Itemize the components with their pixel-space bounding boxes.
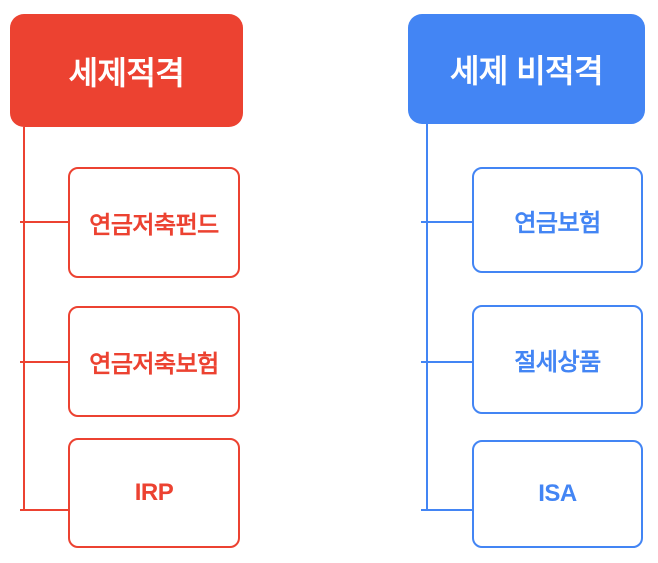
branch-line-pension-savings-fund xyxy=(20,221,68,223)
trunk-line-tax-non-qualified xyxy=(426,124,428,511)
child-node-isa: ISA xyxy=(472,440,643,548)
root-node-tax-qualified: 세제적격 xyxy=(10,14,243,127)
child-node-irp: IRP xyxy=(68,438,240,548)
root-label-tax-non-qualified: 세제 비적격 xyxy=(449,53,604,89)
child-node-pension-insurance: 연금보험 xyxy=(472,167,643,273)
child-label-pension-savings-fund: 연금저축펀드 xyxy=(89,212,219,239)
child-label-irp: IRP xyxy=(134,479,174,506)
child-label-pension-savings-insurance: 연금저축보험 xyxy=(89,351,219,378)
branch-line-pension-insurance xyxy=(421,221,472,223)
branch-line-pension-savings-insurance xyxy=(20,361,68,363)
root-label-tax-qualified: 세제적격 xyxy=(68,54,185,91)
child-node-tax-saving-product: 절세상품 xyxy=(472,305,643,414)
branch-line-tax-saving-product xyxy=(421,361,472,363)
child-label-pension-insurance: 연금보험 xyxy=(514,209,601,237)
trunk-line-tax-qualified xyxy=(23,127,25,511)
child-label-tax-saving-product: 절세상품 xyxy=(514,349,601,376)
child-node-pension-savings-insurance: 연금저축보험 xyxy=(68,306,240,417)
child-node-pension-savings-fund: 연금저축펀드 xyxy=(68,167,240,278)
child-label-isa: ISA xyxy=(538,480,577,507)
root-node-tax-non-qualified: 세제 비적격 xyxy=(408,14,645,124)
branch-line-irp xyxy=(20,509,68,511)
branch-line-isa xyxy=(421,509,472,511)
